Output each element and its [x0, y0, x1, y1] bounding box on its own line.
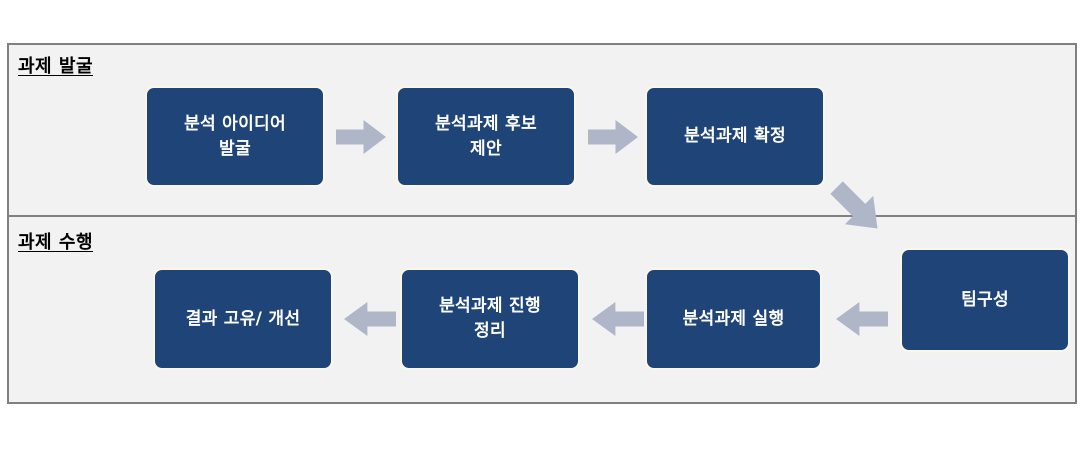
process-step-progress-organization[interactable]: 분석과제 진행 정리	[400, 268, 580, 370]
process-step-team-formation[interactable]: 팀구성	[900, 248, 1070, 352]
phase-label-discovery: 과제 발굴	[18, 56, 94, 77]
process-step-analysis-idea-discovery[interactable]: 분석 아이디어 발굴	[145, 86, 325, 187]
process-step-task-confirmation[interactable]: 분석과제 확정	[645, 86, 825, 187]
phase-divider	[7, 215, 1077, 217]
process-step-result-sharing-improvement[interactable]: 결과 고유/ 개선	[153, 268, 333, 370]
phase-label-execution: 과제 수행	[18, 232, 94, 253]
process-step-task-execution[interactable]: 분석과제 실행	[645, 268, 822, 370]
process-step-candidate-proposal[interactable]: 분석과제 후보 제안	[396, 86, 576, 187]
